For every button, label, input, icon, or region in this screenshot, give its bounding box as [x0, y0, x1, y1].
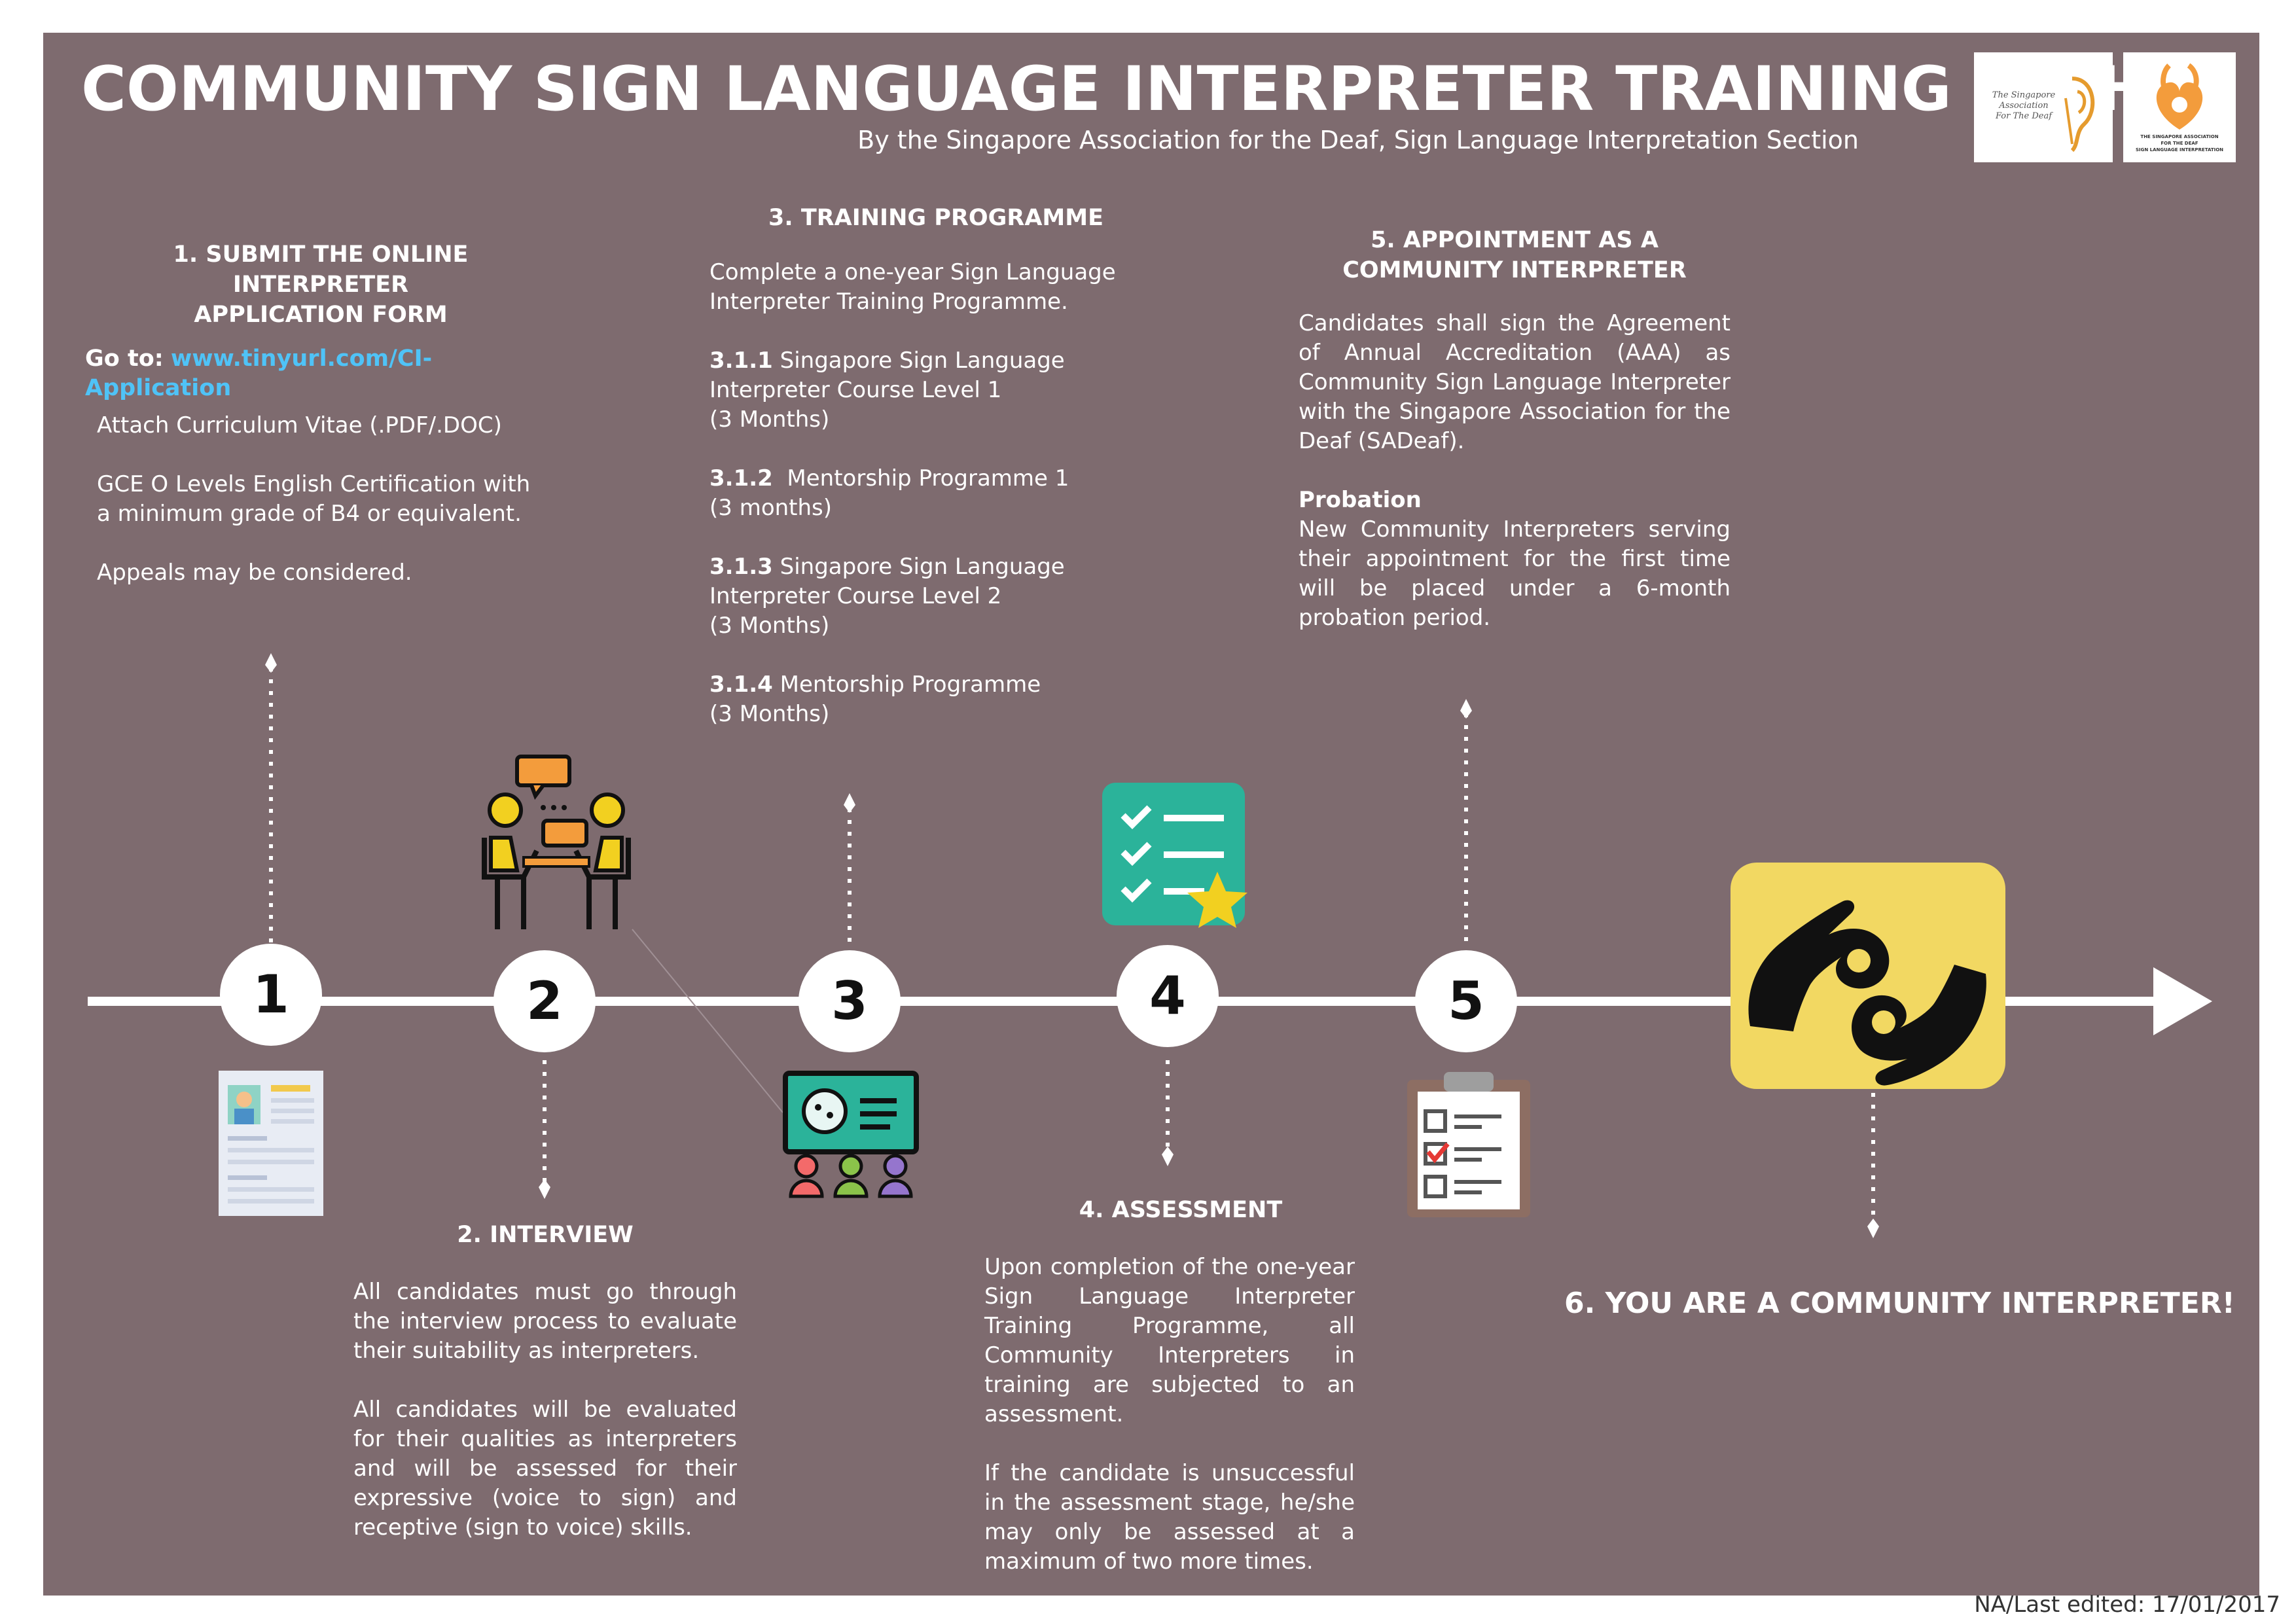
step-1-req-line2: a minimum grade of B4 or equivalent. — [97, 501, 522, 527]
step-4-circle: 4 — [1117, 945, 1219, 1047]
connector-1-tip-icon — [265, 653, 277, 673]
step-3-circle: 3 — [798, 950, 901, 1052]
interview-icon — [482, 755, 631, 929]
sadeaf-logo-left: The Singapore Association For The Deaf — [1974, 52, 2113, 162]
thin-connector-line — [632, 929, 783, 1113]
step-1-block: 1. SUBMIT THE ONLINE INTERPRETER APPLICA… — [85, 240, 556, 588]
training-item-line3: (3 Months) — [709, 406, 830, 433]
probation-text: New Community Interpreters serving their… — [1299, 516, 1731, 631]
connector-3-tip-icon — [844, 793, 855, 813]
step-5-block: 5. APPOINTMENT AS A COMMUNITY INTERPRETE… — [1299, 225, 1731, 633]
training-item-line1: Mentorship Programme 1 — [772, 465, 1069, 491]
resume-icon — [219, 1071, 323, 1216]
page-subtitle: By the Singapore Association for the Dea… — [857, 126, 1859, 154]
step-1-title-line2: APPLICATION FORM — [194, 302, 448, 328]
step-1-circle: 1 — [220, 944, 322, 1046]
step-1-appeals: Appeals may be considered. — [97, 560, 412, 586]
step-4-block: 4. ASSESSMENT Upon completion of the one… — [984, 1195, 1355, 1577]
step-4-paragraph-2: If the candidate is unsuccessful in the … — [984, 1460, 1355, 1575]
clipboard-icon — [1407, 1072, 1530, 1217]
training-item-code: 3.1.4 — [709, 671, 773, 698]
training-item-line2: (3 Months) — [709, 701, 830, 727]
logo-left-line1: The Singapore — [1992, 90, 2056, 100]
step-4-title: 4. ASSESSMENT — [1079, 1197, 1283, 1223]
checklist-star-icon — [1102, 783, 1247, 928]
step-2-block: 2. INTERVIEW All candidates must go thro… — [353, 1220, 737, 1543]
timeline-arrow-icon — [2153, 967, 2212, 1035]
classroom-icon — [783, 1071, 919, 1198]
sadeaf-logo-right: THE SINGAPORE ASSOCIATION FOR THE DEAF S… — [2123, 52, 2236, 162]
sign-language-icon — [1731, 863, 2005, 1089]
connector-4-tip-icon — [1162, 1147, 1174, 1166]
connector-5-tip-icon — [1460, 699, 1472, 719]
logo-right-line1: THE SINGAPORE ASSOCIATION — [2140, 134, 2219, 139]
training-item: 3.1.3 Singapore Sign Language — [709, 552, 1128, 582]
training-item-line1: Mentorship Programme — [772, 671, 1041, 698]
step-3-intro-line1: Complete a one-year Sign Language — [709, 259, 1116, 285]
step-1-title-line1: 1. SUBMIT THE ONLINE INTERPRETER — [173, 241, 469, 298]
training-item-line2: Interpreter Course Level 1 — [709, 377, 1002, 403]
step-5-circle: 5 — [1415, 950, 1517, 1052]
last-edited-note: NA/Last edited: 17/01/2017 — [1974, 1592, 2280, 1618]
logo-right-line3: SIGN LANGUAGE INTERPRETATION — [2135, 147, 2224, 152]
step-3-block: 3. TRAINING PROGRAMME Complete a one-yea… — [709, 203, 1128, 729]
training-item: 3.1.4 Mentorship Programme — [709, 670, 1128, 700]
probation-title: Probation — [1299, 487, 1422, 513]
logo-left-line2: Association — [1999, 101, 2049, 111]
step-5-title-line2: COMMUNITY INTERPRETER — [1342, 257, 1687, 283]
step-2-paragraph-2: All candidates will be evaluated for the… — [353, 1397, 737, 1541]
training-item-code: 3.1.2 — [709, 465, 773, 491]
training-item-line1: Singapore Sign Language — [772, 554, 1065, 580]
training-item: 3.1.1 Singapore Sign Language — [709, 346, 1128, 376]
step-6-title: 6. YOU ARE A COMMUNITY INTERPRETER! — [1564, 1287, 2235, 1320]
connector-6-tip-icon — [1867, 1219, 1879, 1238]
step-2-circle: 2 — [493, 950, 596, 1052]
step-3-intro-line2: Interpreter Training Programme. — [709, 289, 1068, 315]
training-item-line3: (3 Months) — [709, 613, 830, 639]
training-item-code: 3.1.3 — [709, 554, 773, 580]
goto-label: Go to: — [85, 346, 164, 372]
connector-2-tip-icon — [539, 1179, 550, 1199]
application-link[interactable]: www.tinyurl.com/CI-Application — [85, 346, 433, 401]
logo-right-line2: FOR THE DEAF — [2161, 141, 2198, 146]
training-item-code: 3.1.1 — [709, 348, 773, 374]
training-item-line2: Interpreter Course Level 2 — [709, 583, 1002, 609]
logo-left-line3: For The Deaf — [1995, 111, 2053, 121]
step-5-title-line1: 5. APPOINTMENT AS A — [1371, 227, 1659, 253]
step-2-paragraph-1: All candidates must go through the inter… — [353, 1279, 737, 1364]
page-title: COMMUNITY SIGN LANGUAGE INTERPRETER TRAI… — [81, 54, 2149, 125]
step-4-paragraph-1: Upon completion of the one-year Sign Lan… — [984, 1254, 1355, 1427]
step-5-paragraph: Candidates shall sign the Agreement of A… — [1299, 310, 1731, 454]
step-3-title: 3. TRAINING PROGRAMME — [768, 205, 1103, 231]
step-2-title: 2. INTERVIEW — [457, 1222, 634, 1248]
training-item: 3.1.2 Mentorship Programme 1 — [709, 464, 1128, 493]
step-1-req-line1: GCE O Levels English Certification with — [97, 471, 531, 497]
step-1-attach: Attach Curriculum Vitae (.PDF/.DOC) — [97, 412, 502, 438]
training-item-line2: (3 months) — [709, 495, 833, 521]
training-item-line1: Singapore Sign Language — [772, 348, 1065, 374]
